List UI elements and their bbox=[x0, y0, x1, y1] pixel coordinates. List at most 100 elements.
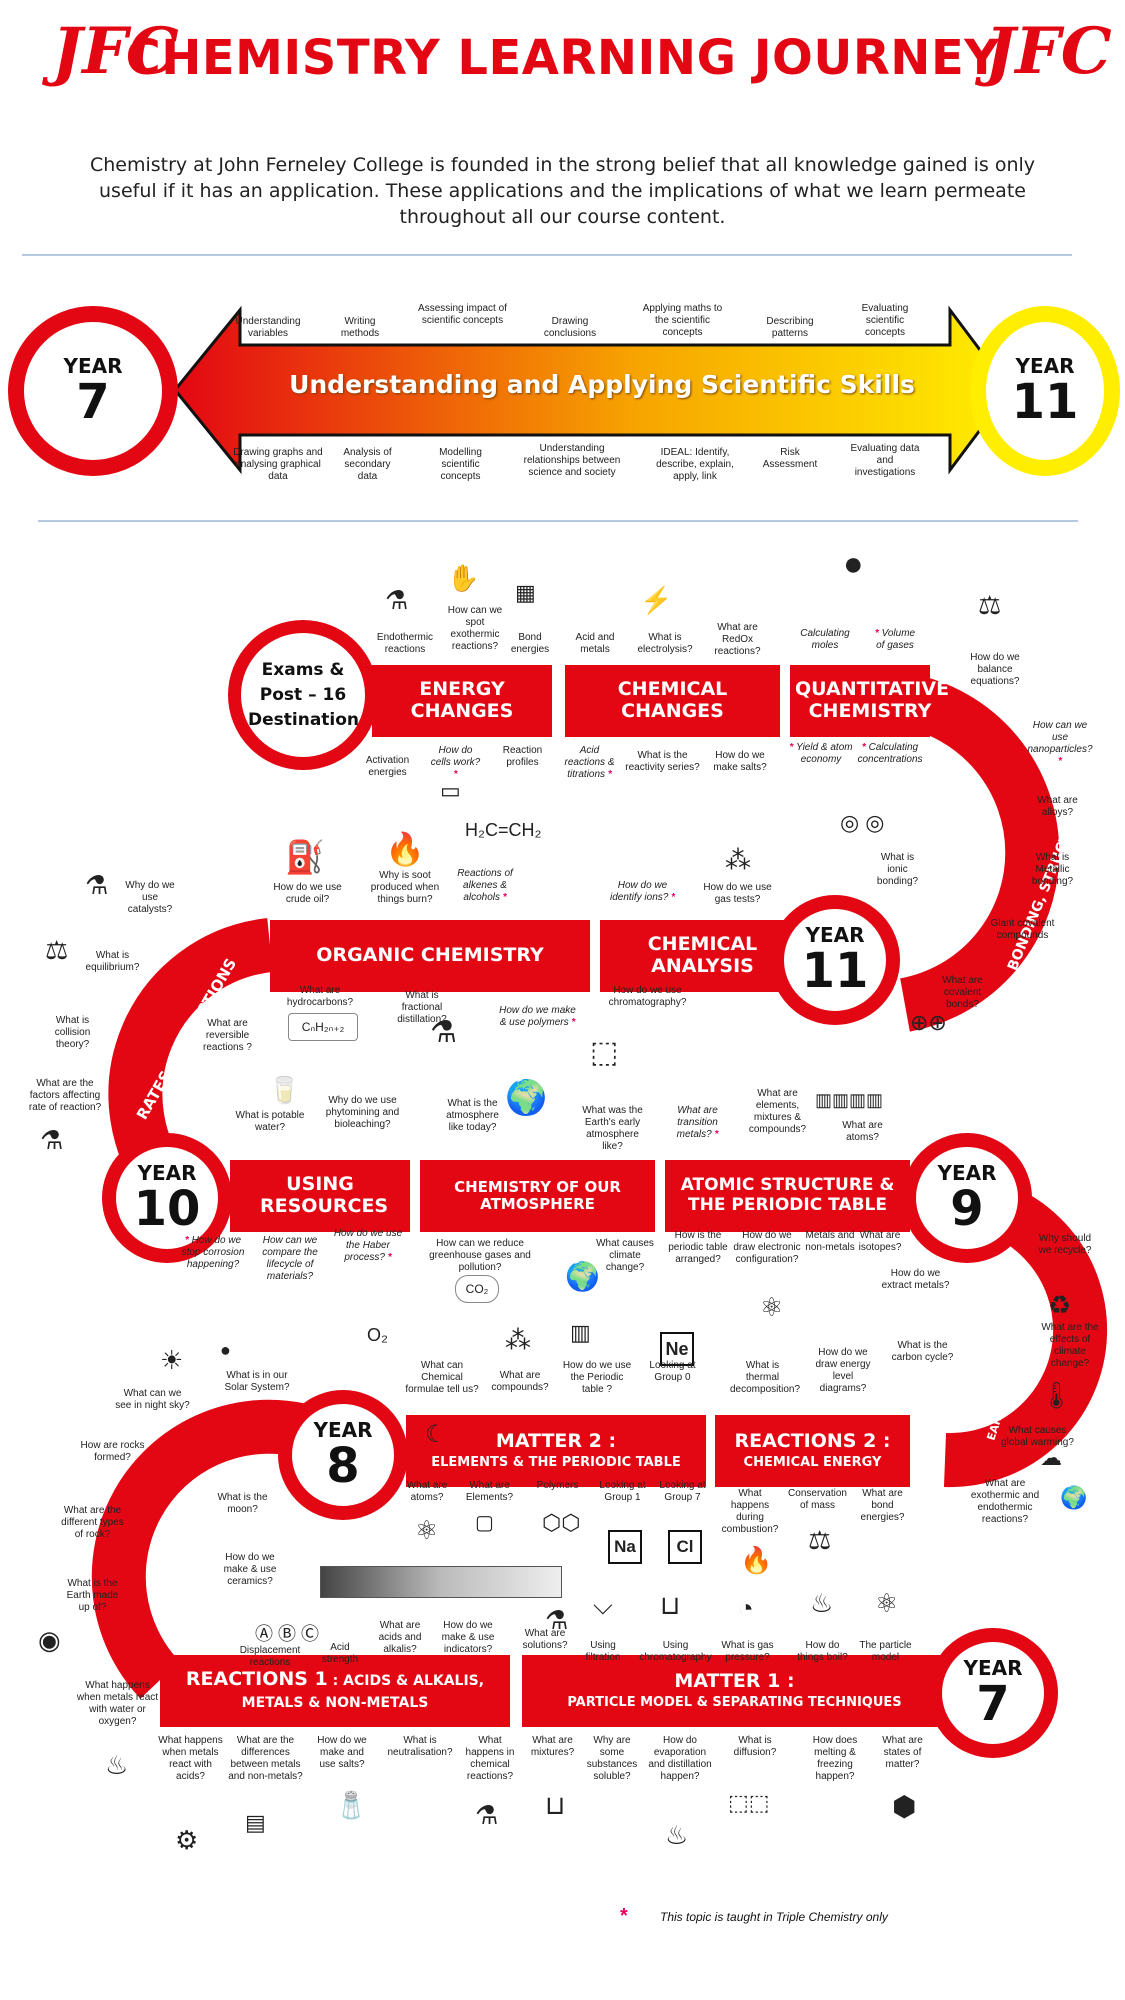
atom-icon: ⚛ bbox=[760, 1292, 784, 1322]
topic-label: Acid and metals bbox=[575, 632, 615, 655]
balance-icon: ⚖ bbox=[808, 1525, 832, 1555]
banner-sublabel: ELEMENTS & THE PERIODIC TABLE bbox=[431, 1454, 681, 1470]
displacement-icon: Ⓐ Ⓑ Ⓒ bbox=[255, 1624, 320, 1644]
topic-label: How do we use chromatography? bbox=[608, 985, 687, 1008]
mole-icon: ● bbox=[843, 545, 864, 583]
topic-label: Displacement reactions bbox=[239, 1645, 301, 1668]
topic-label: What are alloys? bbox=[1037, 795, 1078, 818]
skill-label: IDEAL: Identify, describe, explain, appl… bbox=[656, 447, 734, 482]
topic-label: What is fractional distillation? bbox=[397, 990, 447, 1025]
topic-label: What is the moon? bbox=[217, 1492, 268, 1515]
topic-label: Using filtration bbox=[585, 1640, 621, 1663]
banner-chemical-changes: CHEMICAL CHANGES bbox=[565, 665, 780, 737]
topic-label: What is electrolysis? bbox=[637, 632, 693, 655]
banner-organic-chemistry: ORGANIC CHEMISTRY bbox=[270, 920, 590, 992]
topic-label: * Volume of gases bbox=[874, 628, 916, 651]
sun-icon: ☀ bbox=[160, 1345, 184, 1375]
reaction-flask-icon: ⚗ bbox=[475, 1800, 499, 1830]
topic-label: What are the factors affecting rate of r… bbox=[28, 1078, 102, 1113]
topic-label-text: How do we stop corrosion happening? bbox=[181, 1235, 245, 1270]
topic-label: Bond energies bbox=[510, 632, 550, 655]
topic-label: What are bond energies? bbox=[860, 1488, 905, 1523]
earth-layers-icon: ◉ bbox=[38, 1625, 61, 1655]
pot-icon: ♨ bbox=[105, 1750, 129, 1780]
earth-icon: 🌍 bbox=[565, 1261, 600, 1292]
periodic-mini-icon: ▥ bbox=[570, 1320, 591, 1345]
topic-label: Acid reactions & titrations * bbox=[564, 745, 615, 780]
battery-icon: ▭ bbox=[440, 778, 461, 803]
year-number: 7 bbox=[76, 374, 110, 430]
topic-label: What are transition metals? * bbox=[676, 1105, 719, 1140]
year-label: YEAR bbox=[63, 354, 123, 378]
topic-label: What is the reactivity series? bbox=[625, 750, 700, 773]
topic-label-text: Acid reactions & titrations bbox=[564, 745, 615, 780]
topic-label: How do we identify ions? * bbox=[609, 880, 676, 903]
element-tile-icon: ▢ bbox=[475, 1512, 494, 1534]
topic-label: What is ionic bonding? bbox=[876, 852, 919, 887]
topic-label: What are Elements? bbox=[465, 1480, 514, 1503]
skills-title: Understanding and Applying Scientific Sk… bbox=[289, 370, 915, 399]
banner-label: ATOMIC STRUCTURE & THE PERIODIC TABLE bbox=[680, 1175, 895, 1215]
topic-label-text: Volume of gases bbox=[876, 628, 916, 651]
topic-label: Polymers bbox=[536, 1480, 579, 1491]
combustion-icon: 🔥 bbox=[740, 1545, 773, 1575]
year-number: 11 bbox=[1011, 374, 1079, 430]
topic-label: What are covalent bonds? bbox=[942, 975, 983, 1010]
topic-label: Reactions of alkenes & alcohols * bbox=[457, 868, 513, 903]
skill-label: Analysis of secondary data bbox=[343, 447, 392, 482]
banner-label: ORGANIC CHEMISTRY bbox=[316, 944, 544, 967]
banner-label: USING RESOURCES bbox=[260, 1173, 389, 1217]
destination-circle: Exams & Post – 16 Destination bbox=[228, 620, 378, 770]
element-tile-cl: Cl bbox=[668, 1530, 702, 1564]
compound-icon: ⁂ bbox=[505, 1325, 531, 1355]
year-11-circle: YEAR 11 bbox=[770, 895, 900, 1025]
banner-sublabel: PARTICLE MODEL & SEPARATING TECHNIQUES bbox=[567, 1694, 902, 1710]
catalyst-icon: ⚗ bbox=[85, 870, 109, 900]
topic-label-text: What are transition metals? bbox=[676, 1105, 718, 1140]
skill-label: Describing patterns bbox=[766, 316, 814, 339]
topic-label: Why are some substances soluble? bbox=[586, 1735, 638, 1782]
banner-label: CHEMISTRY OF OUR ATMOSPHERE bbox=[454, 1177, 621, 1213]
topic-label: What causes global warming? bbox=[1001, 1425, 1074, 1448]
globe-sun-icon: 🌍 bbox=[505, 1079, 548, 1117]
topic-label: Endothermic reactions bbox=[376, 632, 434, 655]
topic-label: What can Chemical formulae tell us? bbox=[405, 1360, 479, 1395]
topic-label: What are the differences between metals … bbox=[228, 1735, 303, 1782]
topic-label: How do we draw energy level diagrams? bbox=[815, 1347, 871, 1394]
banner-label: CHEMICAL CHANGES bbox=[617, 678, 728, 722]
skill-label: Risk Assessment bbox=[762, 447, 818, 470]
gauge-icon: ◔ bbox=[738, 1593, 754, 1623]
topic-label-text: How can we use nanoparticles? bbox=[1027, 720, 1093, 755]
topic-label: What is neutralisation? bbox=[387, 1735, 453, 1758]
equilibrium-icon: ⚖ bbox=[45, 935, 69, 965]
topic-label: How do we make and use salts? bbox=[317, 1735, 367, 1770]
skill-label: Writing methods bbox=[340, 316, 380, 339]
topic-label: What are acids and alkalis? bbox=[378, 1620, 422, 1655]
topic-label: What are mixtures? bbox=[530, 1735, 575, 1758]
topic-label: What are the effects of climate change? bbox=[1041, 1322, 1099, 1369]
divider-top bbox=[22, 254, 1072, 256]
filtration-icon: ⌵ bbox=[593, 1590, 613, 1620]
banner-reactions-2: REACTIONS 2 : CHEMICAL ENERGY bbox=[715, 1415, 910, 1487]
topic-label: How do we extract metals? bbox=[881, 1268, 950, 1291]
molecule-icon: ⁂ bbox=[725, 845, 751, 875]
topic-label: What are exothermic and endothermic reac… bbox=[970, 1478, 1040, 1525]
topic-label: How are rocks formed? bbox=[80, 1440, 145, 1463]
college-logo-right: JFC bbox=[985, 14, 1112, 89]
year-number: 10 bbox=[133, 1181, 201, 1237]
topic-label: How do we make & use polymers * bbox=[499, 1005, 576, 1028]
topic-label: Using chromatography bbox=[639, 1640, 712, 1663]
topic-label: Metals and non-metals bbox=[805, 1230, 855, 1253]
element-tile-na: Na bbox=[608, 1530, 642, 1564]
topic-label: How is the periodic table arranged? bbox=[668, 1230, 728, 1265]
banner-matter-1: MATTER 1 : PARTICLE MODEL & SEPARATING T… bbox=[522, 1655, 947, 1727]
topic-label: What happens during combustion? bbox=[721, 1488, 779, 1535]
skill-label: Drawing conclusions bbox=[543, 316, 597, 339]
skill-label: Understanding relationships between scie… bbox=[523, 443, 621, 478]
topic-label: What are elements, mixtures & compounds? bbox=[748, 1088, 807, 1135]
topic-label-text: How do cells work? bbox=[430, 745, 481, 768]
topic-label: What are atoms? bbox=[842, 1120, 883, 1143]
topic-label: What was the Earth's early atmosphere li… bbox=[582, 1105, 643, 1152]
year-number: 7 bbox=[976, 1676, 1010, 1732]
topic-label: The particle model bbox=[859, 1640, 912, 1663]
